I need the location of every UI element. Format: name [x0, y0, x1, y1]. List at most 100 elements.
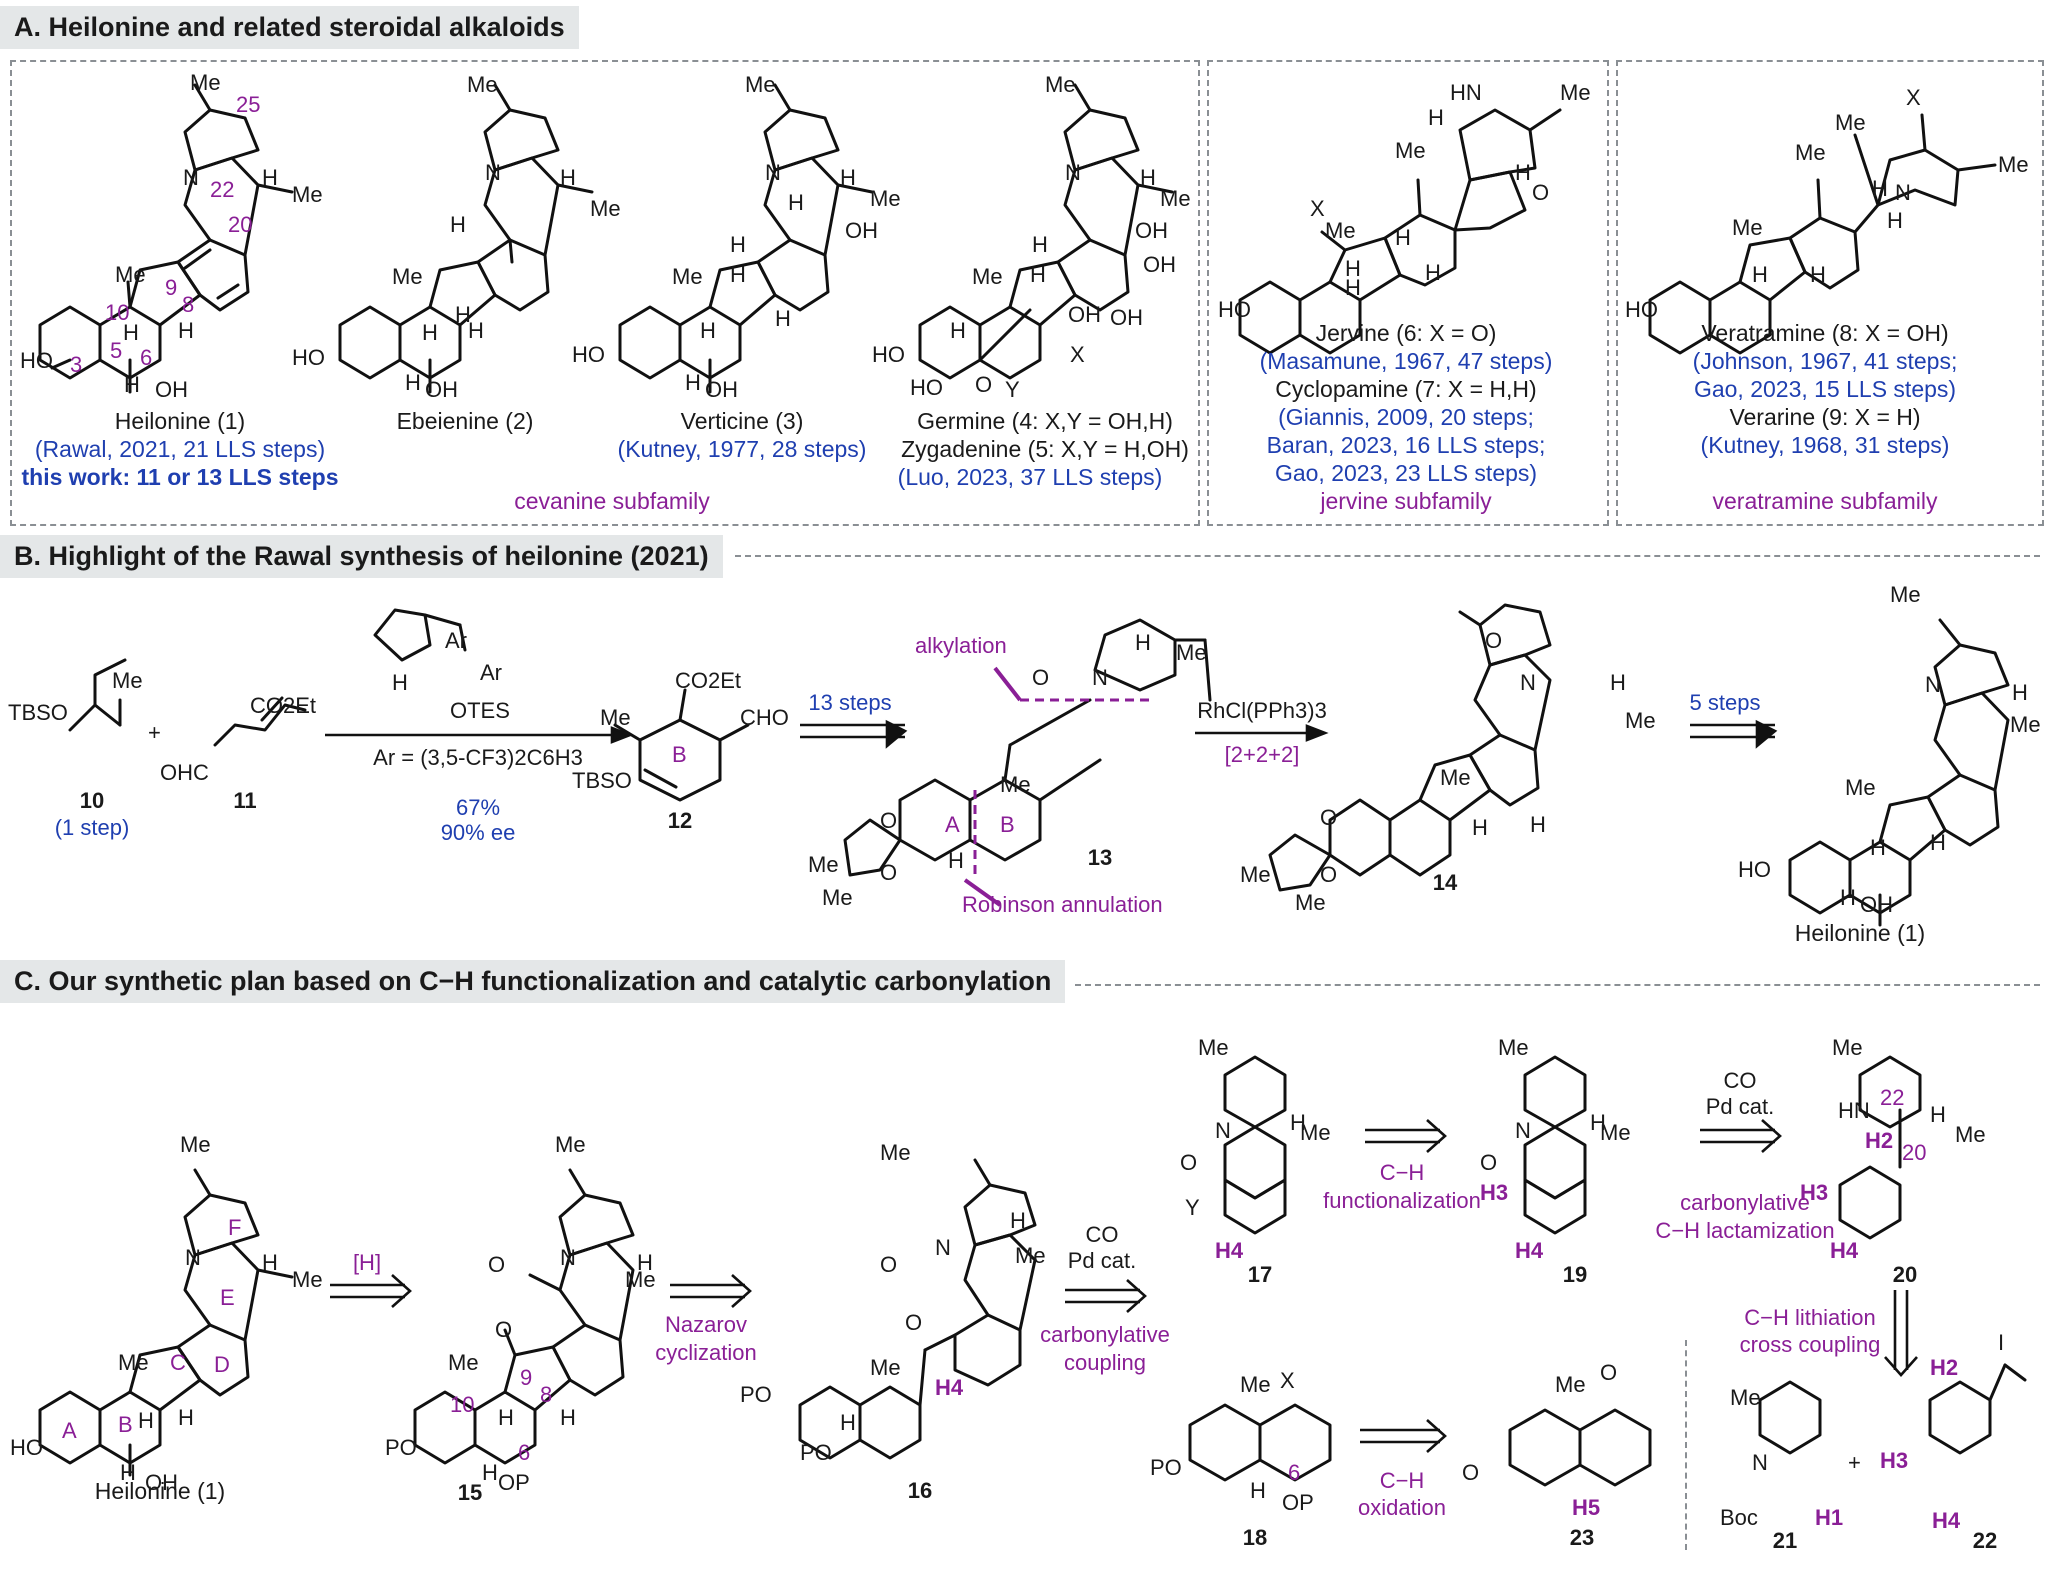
atom-po: PO: [1150, 1455, 1182, 1480]
ring-a-label: A: [62, 1418, 77, 1443]
heilonine-label: Heilonine (1): [114, 408, 246, 434]
atom-h: H: [1395, 225, 1411, 250]
atom-h: H: [685, 370, 701, 395]
atom-h: H: [1032, 232, 1048, 257]
atom-h: H: [1887, 208, 1903, 233]
atom-me: Me: [1730, 1385, 1761, 1410]
atom-me: Me: [467, 72, 498, 97]
atom-o: O: [905, 1310, 923, 1335]
atom-n: N: [1520, 670, 1536, 695]
zygadenine-label: Zygadenine (5: X,Y = H,OH): [901, 436, 1189, 462]
atom-h: H: [1930, 830, 1946, 855]
atom-oh: OH: [155, 377, 188, 402]
compound-16-label: 16: [907, 1478, 933, 1503]
atom-i: I: [1998, 1330, 2005, 1355]
atom-h: H: [1030, 262, 1046, 287]
atom-h: H: [560, 165, 576, 190]
atom-me: Me: [1000, 772, 1031, 797]
atom-ho: HO: [872, 342, 905, 367]
lithiation-label-1: C−H lithiation: [1744, 1305, 1876, 1330]
verticine-label: Verticine (3): [680, 408, 804, 434]
locant-3: 3: [70, 352, 83, 377]
atom-ho: HO: [10, 1435, 43, 1460]
atom-me: Me: [1625, 708, 1656, 733]
atom-me: Me: [672, 264, 703, 289]
ee-label: 90% ee: [440, 820, 516, 845]
disconnection-arrows-13: [963, 666, 1022, 907]
piperidine-21-structure: [1758, 1380, 1822, 1455]
atom-cho: CHO: [740, 705, 789, 730]
this-work-label: this work: 11 or 13 LLS steps: [21, 464, 339, 490]
plus-sign: +: [148, 720, 161, 745]
lithiation-label-2: cross coupling: [1739, 1332, 1881, 1357]
atom-me: Me: [112, 668, 143, 693]
oxidation-label-1: C−H: [1379, 1468, 1425, 1493]
atom-ho: HO: [20, 348, 53, 373]
atom-h: H: [138, 1408, 154, 1433]
catalyst-ar-2: Ar: [480, 660, 502, 685]
atom-po: PO: [800, 1440, 832, 1465]
ch-functionalization-label-1: C−H: [1379, 1160, 1425, 1185]
rhodium-catalyst-label: RhCl(PPh3)3: [1197, 698, 1327, 723]
locant-25: 25: [236, 92, 261, 117]
atom-h: H: [1345, 256, 1361, 281]
h4-label: H4: [1932, 1508, 1961, 1533]
nazarov-label-1: Nazarov: [665, 1312, 747, 1337]
ring-c-label: C: [170, 1350, 186, 1375]
jervine-label: Jervine (6: X = O): [1315, 320, 1497, 346]
atom-h: H: [498, 1405, 514, 1430]
robinson-annulation-label: Robinson annulation: [962, 892, 1163, 917]
atom-h: H: [1515, 160, 1531, 185]
atom-n: N: [935, 1235, 951, 1260]
atom-o: O: [880, 808, 898, 833]
ring-b-label: B: [1000, 812, 1015, 837]
atom-me: Me: [745, 72, 776, 97]
atom-oh: OH: [1068, 302, 1101, 327]
atom-me: Me: [1732, 215, 1763, 240]
atom-me: Me: [1300, 1120, 1331, 1145]
atom-o: O: [1485, 628, 1503, 653]
atom-ho: HO: [572, 342, 605, 367]
h3-label: H3: [1480, 1180, 1509, 1205]
coupling-label: coupling: [1064, 1350, 1146, 1375]
atom-me: Me: [1560, 80, 1591, 105]
pd-catalyst: Pd cat.: [1067, 1248, 1137, 1273]
ring-b-label: B: [672, 742, 687, 767]
atom-h: H: [1810, 262, 1826, 287]
atom-n: N: [185, 1245, 201, 1270]
veratramine-label: Veratramine (8: X = OH): [1701, 320, 1949, 346]
atom-y: Y: [1005, 377, 1020, 402]
atom-me: Me: [1240, 862, 1271, 887]
atom-me: Me: [1845, 775, 1876, 800]
atom-me: Me: [292, 1267, 323, 1292]
atom-me: Me: [600, 705, 631, 730]
yield-label: 67%: [455, 795, 501, 820]
atom-y: Y: [1185, 1195, 1200, 1220]
arrows: [325, 719, 1918, 1453]
compound-12-label: 12: [667, 808, 693, 833]
atom-me: Me: [880, 1140, 911, 1165]
atom-h: H: [775, 306, 791, 331]
atom-oh: OH: [145, 1470, 178, 1495]
catalyst-ar-1: Ar: [445, 628, 467, 653]
atom-me: Me: [1998, 152, 2029, 177]
atom-me: Me: [870, 1355, 901, 1380]
atom-x: X: [1906, 85, 1921, 110]
atom-h: H: [262, 1250, 278, 1275]
germine-label: Germine (4: X,Y = OH,H): [917, 408, 1173, 434]
atom-oh: OH: [1135, 218, 1168, 243]
atom-h: H: [1250, 1478, 1266, 1503]
lactamization-label-1: carbonylative: [1680, 1190, 1810, 1215]
atom-me: Me: [1795, 140, 1826, 165]
pd-catalyst-2: Pd cat.: [1705, 1094, 1775, 1119]
heilonine-structure-a: [38, 83, 294, 394]
compound-17-label: 17: [1247, 1262, 1273, 1287]
h5-label: H5: [1572, 1495, 1601, 1520]
atom-h: H: [1345, 275, 1361, 300]
compound-22-label: 22: [1972, 1528, 1998, 1553]
atom-me: Me: [1015, 1243, 1046, 1268]
locant-10: 10: [450, 1392, 475, 1417]
atom-me: Me: [1240, 1372, 1271, 1397]
atom-h: H: [560, 1405, 576, 1430]
